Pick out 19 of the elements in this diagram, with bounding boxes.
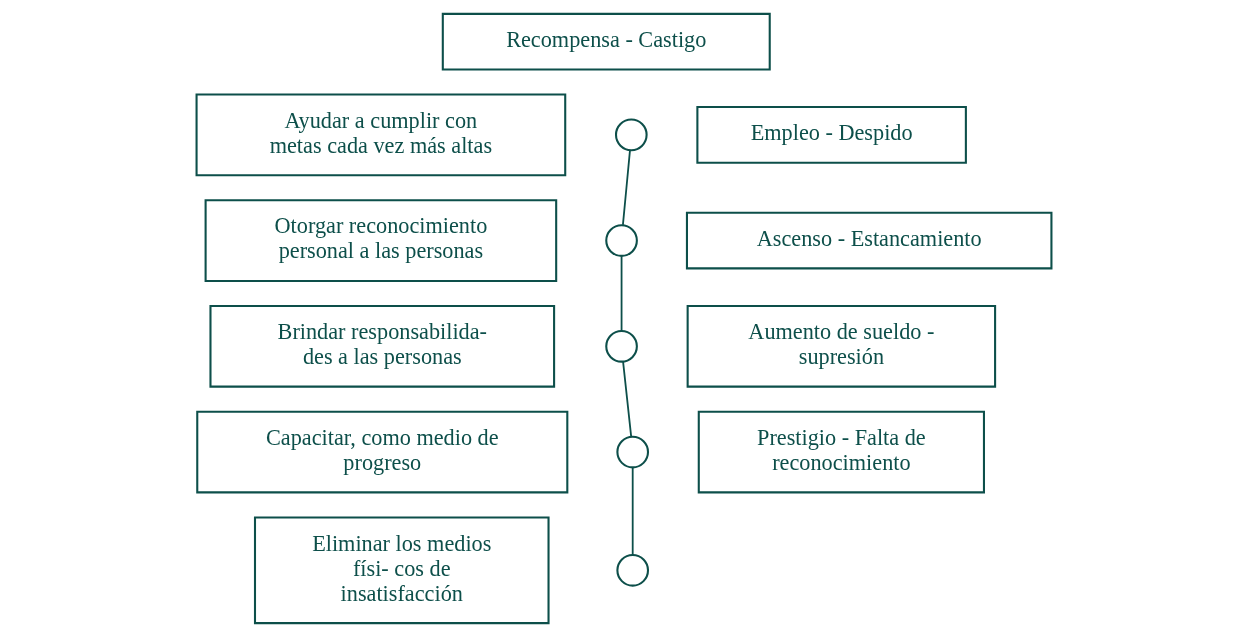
node-box: Ascenso - Estancamiento: [685, 211, 1052, 270]
node-box: Aumento de sueldo - supresión: [686, 304, 996, 388]
connector: [631, 466, 634, 556]
node-box: Empleo - Despido: [695, 106, 967, 164]
node-box: Eliminar los medios físi- cos de insatisfacción: [253, 516, 550, 625]
connector: [621, 149, 631, 226]
node-box: Ayudar a cumplir con metas cada vez más altas: [195, 93, 566, 177]
node-circle: [604, 329, 638, 363]
node-circle: [604, 224, 638, 257]
node-circle: [615, 553, 649, 587]
node-box: Otorgar reconocimiento personal a las personas: [204, 199, 557, 282]
node-box: Brindar responsabilida- des a las personas: [208, 304, 555, 388]
node-box: Capacitar, como medio de progreso: [195, 410, 568, 494]
node-box: Recompensa - Castigo: [441, 12, 771, 71]
node-box: Prestigio - Falta de reconocimiento: [697, 410, 985, 494]
node-circle: [615, 435, 649, 469]
node-circle: [614, 118, 648, 152]
connector: [620, 255, 622, 332]
connector: [621, 360, 632, 438]
